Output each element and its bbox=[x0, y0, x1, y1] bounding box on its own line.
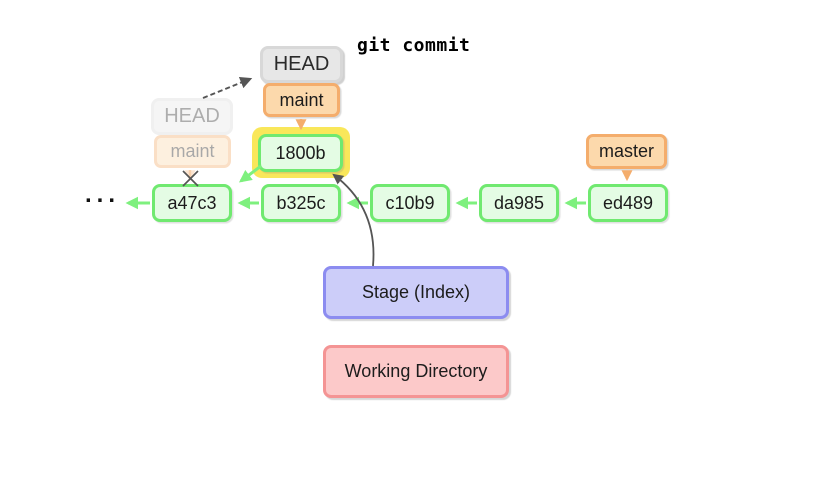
stage-label: Stage (Index) bbox=[361, 282, 471, 302]
faded-maint-branch-box: maint bbox=[154, 135, 231, 168]
head-pointer-box: HEAD bbox=[260, 46, 343, 83]
diagram-title: git commit bbox=[357, 35, 471, 56]
history-ellipsis: ... bbox=[85, 181, 121, 208]
dashed-head-move-arrow bbox=[202, 77, 253, 99]
commit-hash: 1800b bbox=[275, 142, 326, 163]
commit-node: da985 bbox=[479, 184, 559, 222]
commit-hash: c10b9 bbox=[385, 192, 435, 213]
stage-index-box: Stage (Index) bbox=[323, 266, 509, 319]
maint-label: maint bbox=[279, 89, 324, 110]
faded-head-label: HEAD bbox=[164, 105, 220, 127]
master-label: master bbox=[598, 141, 654, 161]
working-directory-box: Working Directory bbox=[323, 345, 509, 398]
commit-hash: a47c3 bbox=[167, 192, 217, 213]
maint-branch-box: maint bbox=[263, 83, 340, 117]
head-label: HEAD bbox=[273, 53, 330, 75]
commit-node: ed489 bbox=[588, 184, 668, 222]
commit-node: b325c bbox=[261, 184, 341, 222]
commit-node: c10b9 bbox=[370, 184, 450, 222]
commit-hash: b325c bbox=[276, 192, 326, 213]
faded-maint-label: maint bbox=[170, 141, 215, 161]
faded-head-pointer-box: HEAD bbox=[151, 98, 233, 135]
commit-node-new: 1800b bbox=[258, 134, 343, 172]
commit-hash: ed489 bbox=[602, 192, 654, 213]
working-directory-label: Working Directory bbox=[344, 361, 488, 381]
commit-node: a47c3 bbox=[152, 184, 232, 222]
commit-hash: da985 bbox=[493, 192, 545, 213]
master-branch-box: master bbox=[586, 134, 667, 169]
